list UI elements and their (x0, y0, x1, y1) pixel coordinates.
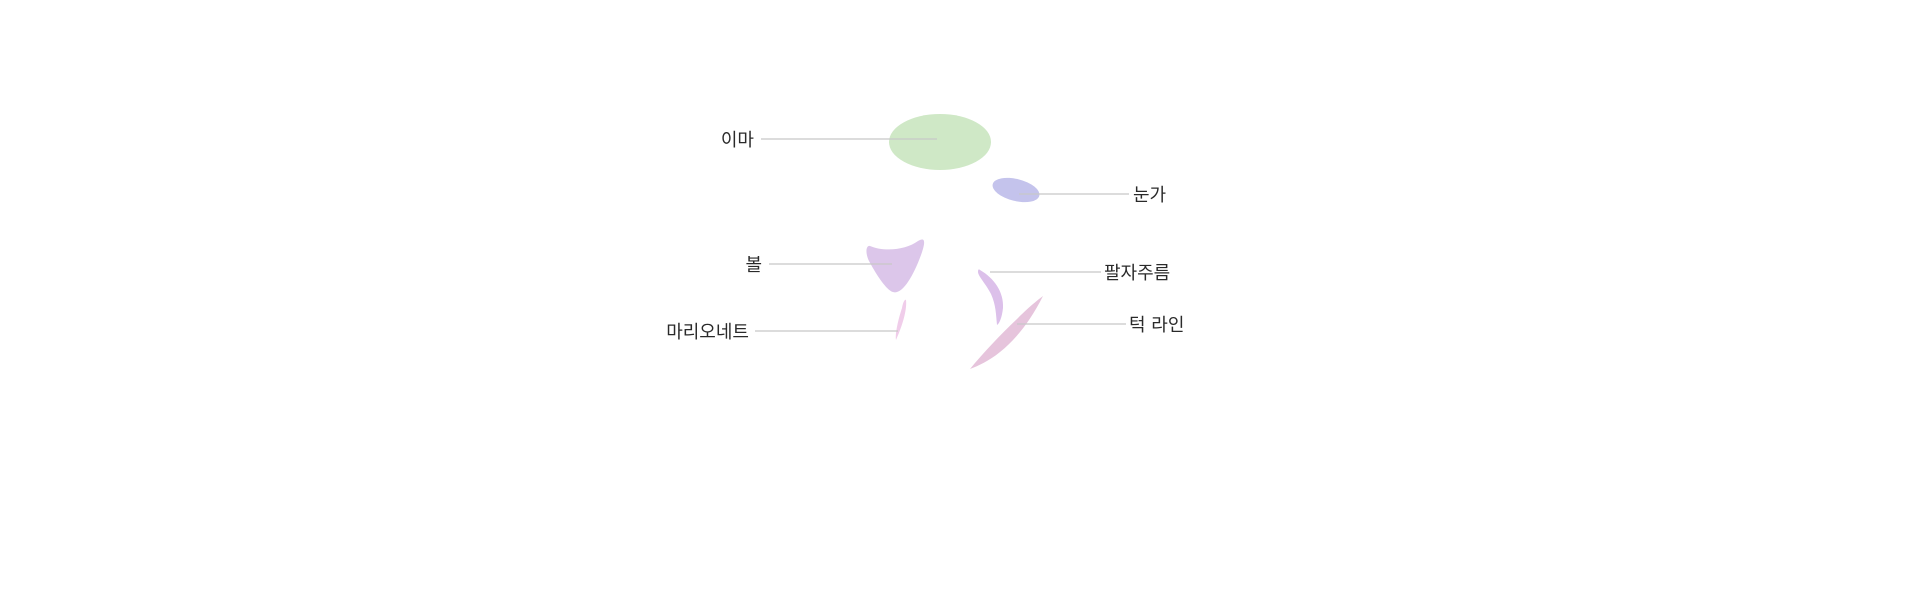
marionette-label: 마리오네트 (666, 322, 749, 343)
nasolabial-label: 팔자주름 (1104, 263, 1170, 284)
marionette-region (895, 299, 907, 340)
forehead-label: 이마 (721, 130, 755, 151)
jawline-label: 턱 라인 (1129, 315, 1184, 336)
nasolabial-region (978, 269, 1004, 325)
cheek-label: 볼 (745, 255, 762, 276)
eye-label: 눈가 (1133, 185, 1166, 206)
eye-region (992, 177, 1040, 203)
jawline-region (970, 296, 1043, 369)
forehead-region (889, 114, 991, 170)
cheek-region (866, 239, 925, 293)
